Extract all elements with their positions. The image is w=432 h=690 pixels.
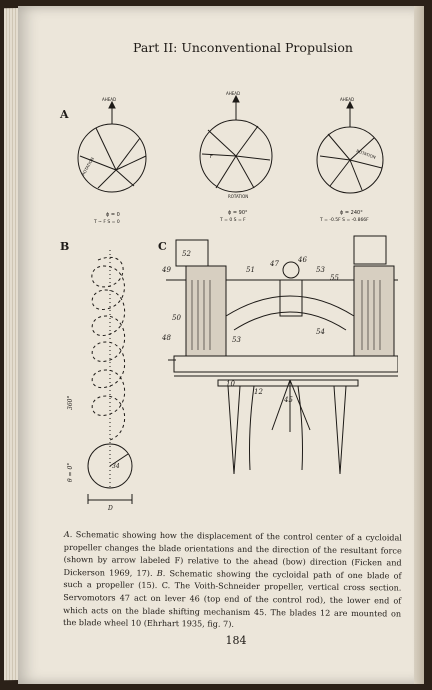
angle-360: 360° bbox=[67, 396, 74, 410]
figure-drawing: A B C AHEAD AHEAD AHEAD ROTATION ROTATIO… bbox=[59, 91, 399, 512]
angle-0: θ = 0° bbox=[67, 463, 74, 482]
rotor-circle-1 bbox=[77, 123, 147, 193]
figure-caption: A. Schematic showing how the displacemen… bbox=[63, 528, 402, 632]
caption-b-label: B. bbox=[156, 567, 166, 578]
ahead-label-3: AHEAD bbox=[340, 97, 354, 102]
part-54: 54 bbox=[316, 328, 325, 336]
part-55: 55 bbox=[330, 274, 339, 282]
phi-90-sub: T = 0 S = F bbox=[219, 217, 246, 223]
panel-b-label: B bbox=[60, 240, 69, 253]
part-53: 53 bbox=[316, 266, 325, 274]
phi-0: ϕ = 0 bbox=[106, 212, 120, 218]
phi-240-sub: T = -0.5F S = -0.866F bbox=[319, 217, 369, 223]
part-12: 12 bbox=[254, 388, 263, 396]
part-52: 52 bbox=[182, 250, 191, 258]
page-fold-shadow bbox=[414, 6, 424, 684]
force-label: F bbox=[210, 154, 213, 160]
page-number: 184 bbox=[225, 634, 247, 647]
ahead-label-2: AHEAD bbox=[226, 91, 240, 96]
figure: A B C AHEAD AHEAD AHEAD ROTATION ROTATIO… bbox=[58, 90, 399, 520]
rotation-label: ROTATION bbox=[228, 194, 248, 199]
dim-d: D bbox=[107, 505, 113, 512]
ahead-label-1: AHEAD bbox=[102, 97, 116, 102]
part-53b: 53 bbox=[232, 336, 241, 344]
wheel-circle bbox=[87, 443, 133, 489]
part-46: 46 bbox=[297, 256, 307, 264]
panel-c-label: C bbox=[158, 240, 167, 253]
part-45: 45 bbox=[283, 396, 293, 404]
part-48: 48 bbox=[161, 334, 171, 342]
phi-0-sub: T ~ F S = 0 bbox=[93, 219, 120, 225]
rotation-label-3: ROTATION bbox=[356, 148, 377, 160]
panel-a-label: A bbox=[59, 108, 69, 121]
book-page: Part II: Unconventional Propulsion bbox=[18, 6, 424, 684]
cycloid-path bbox=[91, 257, 125, 441]
part-10: 10 bbox=[226, 380, 235, 388]
dim-34: 34 bbox=[112, 463, 120, 470]
part-51: 51 bbox=[246, 266, 255, 274]
voith-schneider-section bbox=[166, 235, 399, 475]
phi-240: ϕ = 240° bbox=[340, 210, 363, 216]
part-47: 47 bbox=[269, 260, 279, 268]
phi-90: ϕ = 90° bbox=[228, 210, 248, 216]
running-head: Part II: Unconventional Propulsion bbox=[133, 40, 353, 55]
part-49: 49 bbox=[161, 266, 171, 274]
part-50: 50 bbox=[172, 314, 181, 322]
